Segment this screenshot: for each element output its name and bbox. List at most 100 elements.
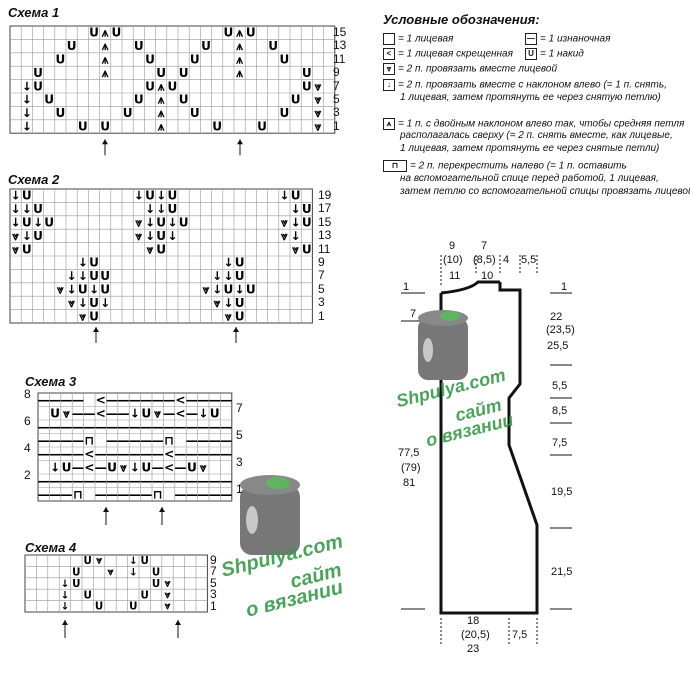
stitch-symbol: U <box>302 66 312 80</box>
stitch-symbol: U <box>141 555 149 567</box>
repeat-arrow-head <box>237 139 243 145</box>
row-number: 3 <box>318 295 325 310</box>
stitch-symbol: < <box>164 447 174 461</box>
stitch-symbol: — <box>140 433 152 447</box>
stitch-symbol: < <box>96 406 106 420</box>
stitch-symbol: ↓ <box>11 189 21 203</box>
legend-item: —= 1 изнаночная <box>525 33 610 46</box>
repeat-arrow-head <box>175 620 181 625</box>
stitch-symbol: U <box>302 216 312 230</box>
stitch-symbol: U <box>112 26 122 40</box>
stitch-symbol: ↓ <box>89 283 99 297</box>
stitch-symbol: ⩔ <box>202 283 210 297</box>
dimension-label: 11 <box>449 270 461 282</box>
dimension-label: 4 <box>503 254 510 266</box>
legend-symbol-icon <box>383 33 395 45</box>
stitch-symbol: — <box>152 460 164 474</box>
stitch-symbol: U <box>302 202 312 216</box>
dimension-label: 7 <box>410 308 417 320</box>
stitch-symbol: — <box>72 460 84 474</box>
legend-symbol-icon: ⩔ <box>383 63 395 75</box>
stitch-symbol: ⩚ <box>101 39 109 53</box>
stitch-symbol: U <box>84 589 92 601</box>
stitch-symbol: ↓ <box>129 567 138 579</box>
stitch-symbol: — <box>163 393 175 407</box>
stitch-symbol: < <box>84 447 94 461</box>
dimension-label: (79) <box>401 462 421 474</box>
stitch-symbol: ⩔ <box>314 79 322 93</box>
row-number: 4 <box>24 441 31 455</box>
stitch-symbol: — <box>186 420 198 434</box>
row-number: 5 <box>318 281 325 296</box>
stitch-symbol: ↓ <box>156 189 166 203</box>
stitch-symbol: U <box>22 189 32 203</box>
legend-item: ⩚= 1 п. с двойным наклоном влево так, чт… <box>383 118 684 131</box>
schema1-title: Схема 1 <box>8 5 60 20</box>
dimension-label: 9 <box>449 240 456 252</box>
stitch-symbol: ⩚ <box>235 66 243 80</box>
stitch-symbol: U <box>56 53 66 67</box>
stitch-symbol: — <box>163 406 175 420</box>
stitch-symbol: ⩔ <box>164 601 171 613</box>
stitch-symbol: ⩔ <box>213 296 221 310</box>
stitch-symbol: — <box>117 433 129 447</box>
stitch-symbol: ⊓ <box>84 433 94 447</box>
stitch-symbol: ↓ <box>212 269 222 283</box>
stitch-symbol: U <box>62 460 72 474</box>
repeat-arrow-head <box>102 139 108 145</box>
legend-symbol-icon: ↓ <box>383 79 395 91</box>
stitch-symbol: — <box>140 487 152 501</box>
stitch-symbol: U <box>152 578 160 590</box>
stitch-symbol: — <box>60 393 72 407</box>
stitch-symbol: ↓ <box>212 283 222 297</box>
row-number: 7 <box>236 400 243 415</box>
row-number: 17 <box>318 201 332 216</box>
stitch-symbol: ⩚ <box>235 39 243 53</box>
stitch-symbol: U <box>201 39 211 53</box>
stitch-symbol: — <box>95 460 107 474</box>
stitch-symbol: U <box>145 53 155 67</box>
stitch-symbol: — <box>209 393 221 407</box>
stitch-symbol: — <box>117 487 129 501</box>
stitch-symbol: < <box>96 393 106 407</box>
stitch-symbol: ⩔ <box>291 242 299 256</box>
stitch-symbol: ↓ <box>67 283 77 297</box>
stitch-symbol: — <box>197 447 209 461</box>
stitch-symbol: U <box>235 256 245 270</box>
stitch-symbol: — <box>117 406 129 420</box>
stitch-symbol: ↓ <box>78 269 88 283</box>
stitch-symbol: — <box>38 474 50 488</box>
stitch-symbol: U <box>291 93 301 107</box>
row-number: 8 <box>24 387 31 401</box>
stitch-symbol: — <box>220 393 232 407</box>
stitch-symbol: ↓ <box>130 460 140 474</box>
stitch-symbol: ⩚ <box>235 53 243 67</box>
stitch-symbol: — <box>209 420 221 434</box>
stitch-symbol: U <box>22 216 32 230</box>
stitch-symbol: ↓ <box>22 106 32 120</box>
row-number: 3 <box>333 105 340 120</box>
stitch-symbol: U <box>210 406 220 420</box>
stitch-symbol: — <box>60 474 72 488</box>
stitch-symbol: — <box>95 420 107 434</box>
stitch-symbol: ⩔ <box>95 555 102 567</box>
stitch-symbol: U <box>302 242 312 256</box>
stitch-symbol: ⩔ <box>164 589 171 601</box>
row-number: 1 <box>318 308 325 323</box>
stitch-symbol: — <box>186 474 198 488</box>
stitch-symbol: U <box>78 120 88 134</box>
dimension-label: 19,5 <box>551 486 573 498</box>
dimension-label: 5,5 <box>552 380 568 392</box>
legend-item: затем петлю со вспомогательной спицы про… <box>400 186 690 198</box>
stitch-symbol: — <box>49 420 61 434</box>
legend-text: = 1 лицевая <box>398 33 454 45</box>
stitch-symbol: — <box>209 433 221 447</box>
stitch-symbol: — <box>117 474 129 488</box>
stitch-symbol: ⩔ <box>314 106 322 120</box>
legend-title: Условные обозначения: <box>383 12 540 27</box>
stitch-symbol: ⊓ <box>153 487 163 501</box>
row-number: 3 <box>210 587 217 602</box>
legend-item: ⊓= 2 п. перекрестить налево (= 1 п. оста… <box>383 160 627 173</box>
row-number: 7 <box>318 268 325 283</box>
stitch-symbol: U <box>280 53 290 67</box>
